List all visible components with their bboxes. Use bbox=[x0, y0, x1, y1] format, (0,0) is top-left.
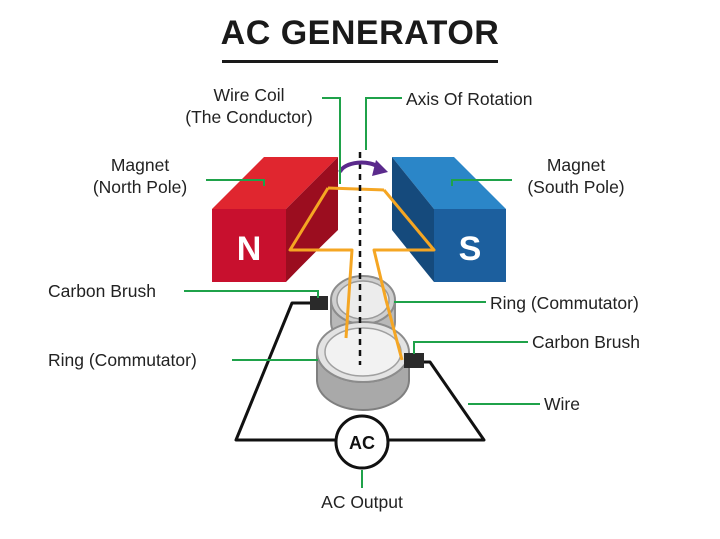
leader-magnet-north bbox=[206, 179, 265, 186]
lower-ring-hole bbox=[324, 327, 402, 377]
label-ring-commutator-right: Ring (Commutator) bbox=[490, 293, 639, 313]
label-magnet-north: Magnet (North Pole) bbox=[70, 154, 210, 198]
leader-carbon-brush-left bbox=[184, 290, 319, 298]
south-magnet-top bbox=[392, 157, 506, 209]
label-magnet-south: Magnet (South Pole) bbox=[506, 154, 646, 198]
ac-meter bbox=[334, 414, 390, 470]
leader-wire-coil bbox=[322, 97, 341, 184]
label-wire-coil-line2: (The Conductor) bbox=[185, 107, 313, 127]
label-ring-commutator-left: Ring (Commutator) bbox=[48, 350, 197, 370]
label-wire-coil-line1: Wire Coil bbox=[213, 85, 285, 105]
label-magnet-north-line2: (North Pole) bbox=[92, 177, 188, 197]
label-wire-coil: Wire Coil (The Conductor) bbox=[164, 84, 334, 128]
page-title: AC GENERATOR bbox=[220, 14, 500, 52]
leader-axis-of-rotation bbox=[365, 97, 402, 150]
south-magnet-front bbox=[434, 209, 506, 282]
label-axis-of-rotation: Axis Of Rotation bbox=[406, 89, 533, 109]
label-carbon-brush-right: Carbon Brush bbox=[532, 332, 640, 352]
carbon-brush-right bbox=[404, 353, 424, 368]
ac-meter-symbol: AC bbox=[349, 433, 375, 453]
carbon-brush-left bbox=[310, 296, 328, 310]
north-pole-letter: N bbox=[237, 230, 262, 268]
leader-carbon-brush-right bbox=[413, 341, 528, 354]
wire-coil-top bbox=[327, 186, 385, 192]
label-ac-output: AC Output bbox=[321, 492, 403, 512]
wire-coil bbox=[288, 187, 436, 361]
north-magnet-top bbox=[212, 157, 338, 209]
label-magnet-south-line1: Magnet bbox=[546, 155, 606, 175]
label-magnet-north-line1: Magnet bbox=[110, 155, 170, 175]
label-carbon-brush-left: Carbon Brush bbox=[48, 281, 156, 301]
south-pole-letter: S bbox=[459, 230, 482, 268]
rotation-arrow-head bbox=[372, 160, 388, 176]
upper-ring-hole bbox=[336, 280, 390, 320]
title-underline bbox=[222, 60, 498, 63]
leader-magnet-south bbox=[451, 179, 512, 186]
lower-ring bbox=[316, 321, 410, 411]
label-magnet-south-line2: (South Pole) bbox=[527, 177, 625, 197]
north-magnet: N bbox=[212, 157, 338, 282]
label-wire: Wire bbox=[544, 394, 580, 414]
north-magnet-front bbox=[212, 209, 286, 282]
